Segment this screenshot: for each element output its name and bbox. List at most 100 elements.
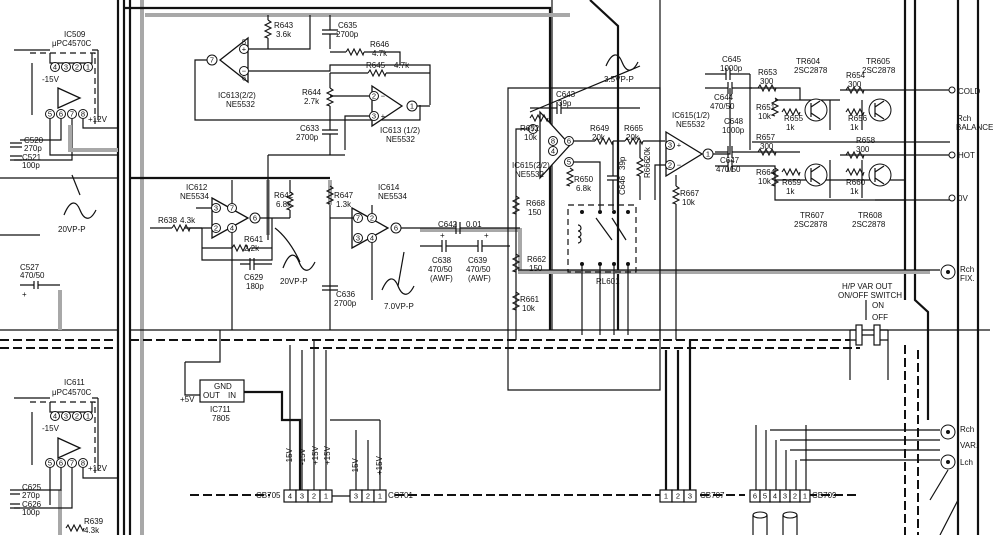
ic612-opamp: 3 2 7 4 6 IC612 NE5534: [180, 180, 290, 330]
svg-text:1: 1: [410, 102, 414, 111]
r654-resistor: R654 300: [845, 71, 866, 94]
ic711-gnd-pin: GND: [214, 382, 232, 391]
svg-text:2: 2: [214, 224, 218, 233]
svg-text:4: 4: [288, 492, 292, 501]
ic613-1-ref: IC613 (1/2): [380, 126, 420, 135]
svg-text:C647: C647: [720, 156, 740, 165]
svg-text:+: +: [484, 231, 489, 240]
svg-text:6: 6: [753, 492, 757, 501]
svg-text:300: 300: [856, 145, 870, 154]
switch-on-label: ON: [872, 301, 884, 310]
svg-text:R642: R642: [274, 191, 294, 200]
svg-text:C527: C527: [20, 263, 40, 272]
r656-resistor: R656 1k: [845, 108, 868, 132]
cc701-connector: -15V +15V 3 2 1 CC701: [330, 419, 413, 503]
ic509-neg-rail: -15V: [42, 75, 60, 84]
output-terminals: COLD Rch BALANCE HOT 0V Rch FIX.: [518, 86, 993, 283]
r645-resistor: R645 4.7k: [330, 61, 430, 77]
r651-resistor: R651 10k: [756, 97, 779, 121]
svg-text:300: 300: [760, 77, 774, 86]
svg-text:2: 2: [370, 214, 374, 223]
svg-text:2: 2: [75, 412, 79, 421]
ic615-1-opamp: 3 2 1 + − IC615(1/2) NE5532: [654, 88, 731, 200]
zero-volt-label: 0V: [958, 194, 968, 203]
ic611-ref: IC611: [64, 378, 85, 387]
svg-text:6: 6: [567, 137, 571, 146]
svg-text:10k: 10k: [758, 177, 772, 186]
svg-text:−: −: [381, 92, 386, 101]
svg-text:+: +: [677, 141, 682, 150]
c645-cap: C645 1000p: [705, 55, 750, 80]
svg-text:470/50: 470/50: [710, 102, 735, 111]
svg-text:3: 3: [354, 492, 358, 501]
r653-resistor: R653 300: [757, 68, 778, 92]
ic711-part: 7805: [212, 414, 230, 423]
svg-text:R649: R649: [590, 124, 610, 133]
svg-text:7: 7: [70, 459, 74, 468]
ic711-regulator: GND OUT IN +5V IC711 7805: [180, 330, 302, 495]
rl601-relay: RL601: [567, 204, 637, 335]
svg-text:2700p: 2700p: [336, 30, 359, 39]
svg-text:8: 8: [81, 459, 85, 468]
svg-text:2.7k: 2.7k: [304, 97, 320, 106]
svg-text:8: 8: [81, 110, 85, 119]
svg-text:6.8k: 6.8k: [576, 184, 592, 193]
r666-resistor: R666 20k: [636, 141, 652, 200]
svg-text:5: 5: [48, 110, 52, 119]
r650-resistor: R650 6.8k: [566, 167, 594, 193]
r661-resistor: R661 10k: [512, 291, 540, 313]
svg-text:+: +: [22, 290, 27, 299]
r652-resistor: R652 10k: [520, 114, 549, 142]
ic611-part: μPC4570C: [52, 388, 92, 397]
svg-text:100p: 100p: [22, 161, 40, 170]
svg-text:2700p: 2700p: [296, 133, 319, 142]
svg-text:R666: R666: [643, 158, 652, 178]
svg-text:4.3k: 4.3k: [180, 216, 196, 225]
svg-text:10k: 10k: [522, 304, 536, 313]
svg-text:R659: R659: [782, 178, 802, 187]
svg-text:C645: C645: [722, 55, 742, 64]
ic611-block: IC611 μPC4570C 4 3 2 1 -15V 5 6 7 8 +12V: [14, 378, 118, 509]
svg-text:R641: R641: [244, 235, 264, 244]
svg-text:20k: 20k: [626, 133, 640, 142]
svg-text:+15V: +15V: [323, 445, 332, 465]
svg-text:39p: 39p: [558, 99, 572, 108]
ic615-2-ref: IC615(2/2): [512, 161, 550, 170]
r647-resistor: R647 1.3k: [326, 185, 354, 209]
ic509-waveform-label: 20VP-P: [58, 225, 86, 234]
svg-text:3: 3: [668, 141, 672, 150]
svg-text:C520: C520: [24, 136, 44, 145]
svg-text:4: 4: [773, 492, 777, 501]
switch-off-label: OFF: [872, 313, 888, 322]
c644-cap: C644 470/50: [705, 82, 752, 111]
svg-text:4: 4: [53, 63, 57, 72]
svg-text:5: 5: [763, 492, 767, 501]
svg-text:20k: 20k: [592, 133, 606, 142]
r657-resistor: R657 300: [756, 133, 777, 156]
svg-text:2SC2878: 2SC2878: [794, 66, 828, 75]
svg-text:R645: R645: [366, 61, 386, 70]
c646-cap: C646 39p: [607, 141, 627, 210]
r639-resistor: R639 4.3k: [65, 517, 104, 535]
ic613-1-opamp: 2 3 1 − + IC613 (1/2) NE5532: [330, 84, 430, 150]
ic711-out-pin: OUT: [203, 391, 220, 400]
svg-text:1.3k: 1.3k: [336, 200, 352, 209]
svg-text:R657: R657: [756, 133, 776, 142]
cb709-connector: 6 5 4 3 2 1 CB709: [749, 425, 837, 535]
svg-text:C646: C646: [618, 175, 627, 195]
r668-resistor: R668 150: [512, 195, 546, 217]
svg-text:1k: 1k: [850, 187, 859, 196]
svg-text:100p: 100p: [22, 508, 40, 517]
svg-text:R662: R662: [527, 255, 547, 264]
svg-text:C644: C644: [714, 93, 734, 102]
svg-text:150: 150: [528, 208, 542, 217]
svg-text:10k: 10k: [524, 133, 538, 142]
svg-text:0.01: 0.01: [466, 220, 482, 229]
svg-text:3.6k: 3.6k: [276, 30, 292, 39]
svg-text:1: 1: [803, 492, 807, 501]
ic613-2-opamp: + − 7 5 6 IC613(2/2) NE5532: [194, 15, 431, 121]
tr607-transistor: TR607 2SC2878: [794, 163, 828, 229]
svg-text:1000p: 1000p: [722, 126, 745, 135]
r641-resistor: R641 2.2k: [202, 235, 272, 253]
